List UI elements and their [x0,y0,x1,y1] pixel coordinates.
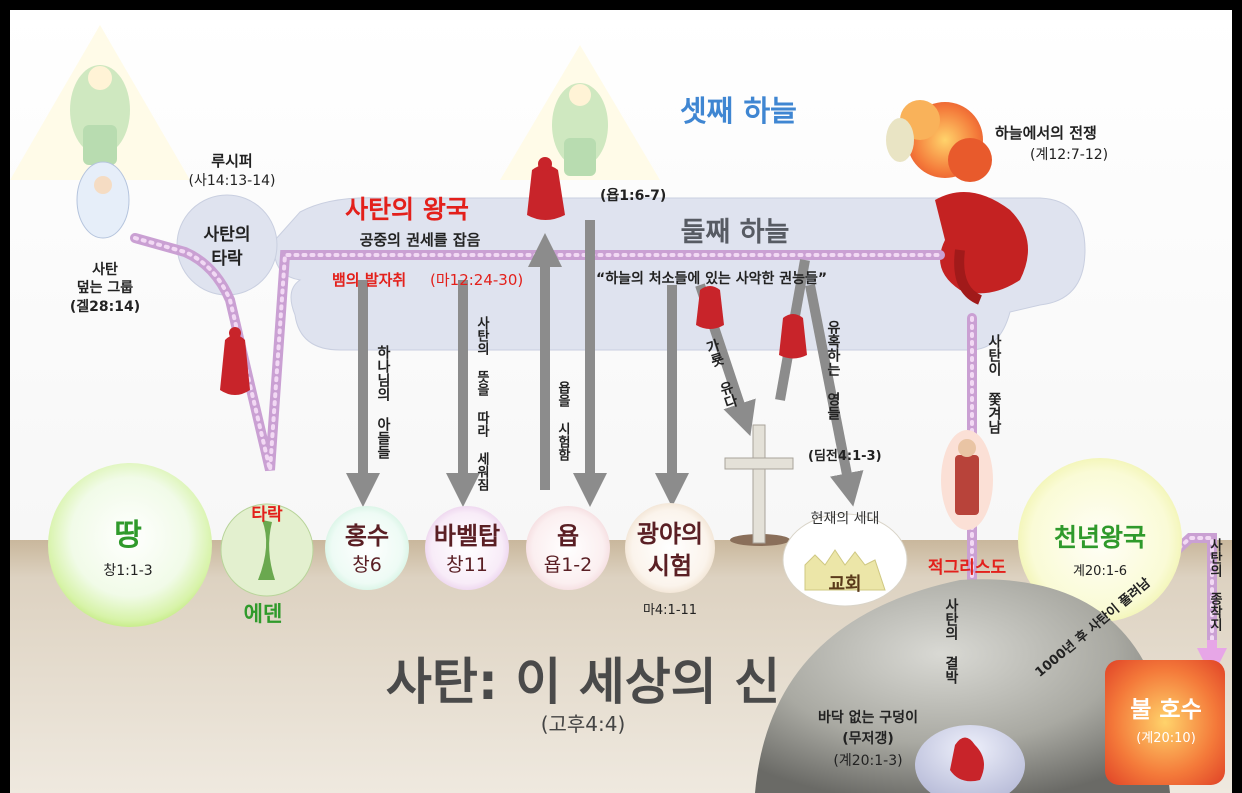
millennium-circle [1018,458,1182,622]
fall-bubble-line1: 사탄의 [203,225,251,245]
serpent-trail-ref: (마12:24-30) [430,271,524,289]
satan-cast-out-label: 사탄이 쫓겨남 [986,334,1002,434]
babel-will-label: 사탄의 뜻을 따라 세워짐 [474,316,489,491]
throne-left [70,65,130,165]
job-circle [526,506,610,590]
demon-figure-2 [527,157,565,220]
main-title: 사탄: 이 세상의 신 [385,653,781,711]
second-heaven-label: 둘째 하늘 [680,217,790,248]
earth-ref: 창1:1-3 [103,563,153,579]
war-explosion [886,100,992,182]
lucifer-label: 루시퍼 [211,152,253,170]
flood-ref: 창6 [352,554,382,576]
wilderness-line1: 광야의 [636,519,704,548]
job-ref-top: (욥1:6-7) [600,188,667,204]
wicked-powers-quote: “하늘의 처소들에 있는 사악한 권능들” [596,271,828,287]
church-building [804,549,886,591]
babel-circle [425,506,509,590]
dragon-top [935,192,1028,305]
demon-figure-4 [779,314,807,359]
wilderness-ref: 마4:1-11 [642,603,698,618]
eden-fall-label: 타락 [251,505,283,525]
war-in-heaven-ref: (계12:7-12) [1030,147,1109,163]
lake-of-fire [1105,660,1225,785]
satan-final-label: 사탄의 종착지 [1207,538,1222,631]
lake-of-fire-ref: (계20:10) [1136,731,1196,746]
kingdom-subtitle: 공중의 권세를 잡음 [359,231,481,249]
pit-dragon [950,737,984,782]
cherub-figure [76,161,130,239]
seducing-spirits-label: 유혹하는 영들 [825,320,841,420]
church-era-label: 현재의 세대 [810,511,880,527]
timothy-ref: (딤전4:1-3) [808,449,882,464]
lake-of-fire-title: 불 호수 [1130,696,1202,723]
throne-middle [552,83,608,176]
flood-circle [325,506,409,590]
pit-ref: (계20:1-3) [833,753,903,769]
fall-bubble-line2: 타락 [211,249,243,269]
church-label: 교회 [828,574,862,595]
babel-title: 바벨탑 [433,521,501,550]
antichrist-figure [941,430,993,530]
earth-circle [48,463,212,627]
babel-ref: 창11 [446,554,488,576]
war-in-heaven-title: 하늘에서의 전쟁 [995,124,1097,142]
pit-line2: (무저갱) [842,731,894,747]
third-heaven-label: 셋째 하늘 [680,94,797,128]
satan-cherub-line2: 덮는 그룹 [76,280,134,296]
wilderness-line2: 시험 [647,551,693,580]
satan-bound-label: 사탄의 결박 [943,598,959,684]
cross [724,424,794,546]
lucifer-ref: (사14:13-14) [188,173,276,189]
millennium-title: 천년왕국 [1053,523,1147,552]
job-tested-label: 욥을 시험함 [555,381,570,461]
pit-line1: 바닥 없는 구덩이 [818,710,918,726]
demon-figure-1 [220,327,250,395]
flood-title: 홍수 [344,521,390,550]
kingdom-title: 사탄의 왕국 [345,195,469,224]
second-heaven-cloud [273,197,1086,351]
millennium-ref: 계20:1-6 [1072,564,1128,579]
serpent-trail-label: 뱀의 발자취 [332,271,407,289]
satan-cherub-line1: 사탄 [92,262,118,278]
satan-cherub-ref: (겔28:14) [69,299,141,315]
earth-globe [755,579,1170,793]
main-ref: (고후4:4) [540,712,626,736]
eden-tree [258,520,275,580]
eden-label: 에덴 [243,601,283,626]
earth-title: 땅 [114,518,142,553]
antichrist-label: 적그리스도 [927,558,1007,578]
wilderness-circle [625,503,715,593]
demon-figure-3 [696,286,724,329]
job-title: 욥 [556,521,580,550]
job-ref: 욥1-2 [543,554,593,576]
sons-of-god-label: 하나님의 아들들 [375,345,391,459]
